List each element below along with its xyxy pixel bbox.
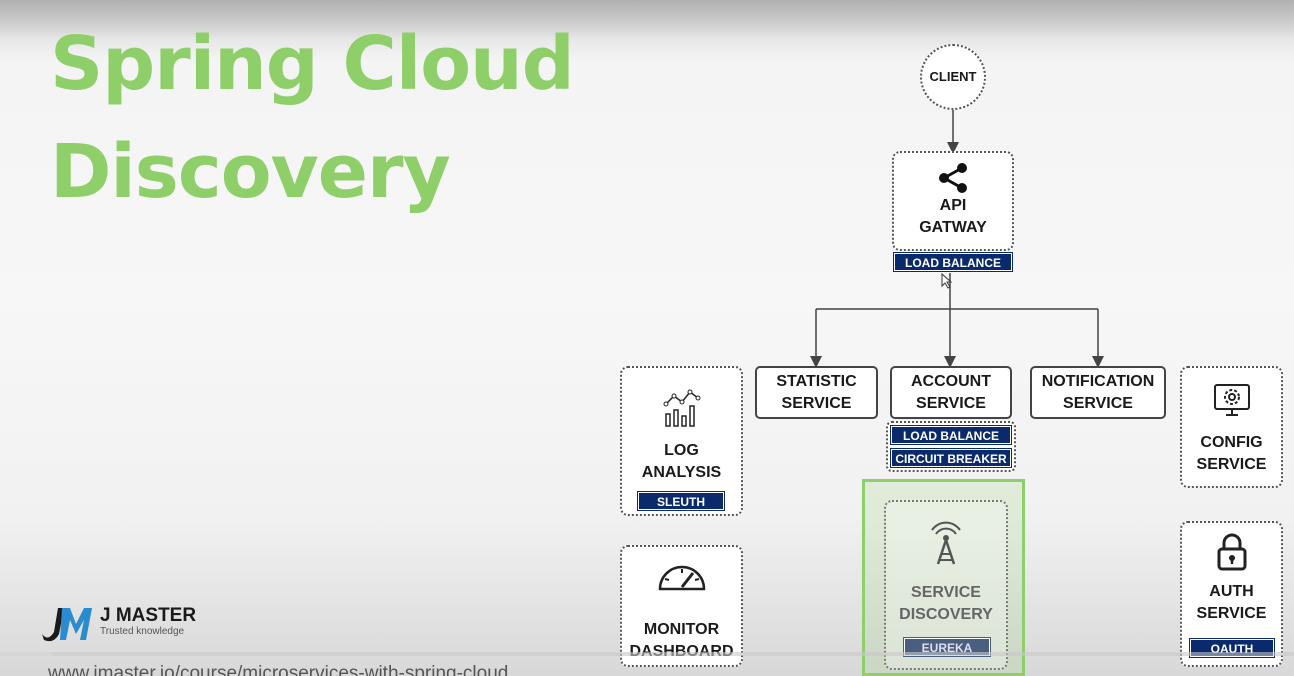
discovery-label-line1: SERVICE [911,584,981,601]
statistic-service-node: STATISTIC SERVICE [755,366,878,419]
log-analysis-node: LOG ANALYSIS [620,366,743,516]
notification-label-line2: SERVICE [1063,394,1133,412]
gear-monitor-icon [1212,382,1252,418]
title-line-1: Spring Cloud [50,21,575,107]
share-icon [936,161,970,195]
brand-tagline: Trusted knowledge [100,625,185,637]
auth-label-line1: AUTH [1209,583,1254,600]
sleuth-tag: SLEUTH [637,491,725,511]
mouse-cursor-icon [941,272,953,289]
notification-label-line1: NOTIFICATION [1041,372,1155,390]
client-label: CLIENT [929,69,977,84]
client-node: CLIENT [920,44,986,110]
account-label-line1: ACCOUNT [911,372,991,390]
video-progress-fill [0,652,52,656]
slide-title: Spring Cloud Discovery [50,10,575,226]
top-shadow [0,0,1294,40]
chart-icon [662,388,702,428]
discovery-label-line2: DISCOVERY [899,606,993,623]
gateway-load-balance-tag: LOAD BALANCE [893,252,1013,272]
config-service-node: CONFIG SERVICE [1180,366,1283,488]
config-label-line1: CONFIG [1200,434,1263,451]
gauge-icon [655,557,709,593]
log-label-line1: LOG [664,442,699,459]
log-label-line2: ANALYSIS [641,464,722,481]
video-progress-bar[interactable] [0,652,1294,656]
monitor-label-line1: MONITOR [643,621,720,638]
eureka-tag: EUREKA [903,637,991,657]
brand-name: J MASTER [100,604,197,626]
auth-label-line2: SERVICE [1196,605,1267,622]
j-master-logo: J MASTER Trusted knowledge [40,600,196,642]
api-gateway-node: API GATWAY [892,151,1014,251]
course-url[interactable]: www.jmaster.io/course/microservices-with… [48,663,509,676]
gateway-label-line1: API [939,197,967,214]
account-service-node: ACCOUNT SERVICE [890,366,1012,419]
account-circuit-breaker-tag: CIRCUIT BREAKER [890,448,1012,468]
j-master-logo-mark [42,608,92,642]
statistic-label-line2: SERVICE [781,394,852,412]
notification-service-node: NOTIFICATION SERVICE [1030,366,1166,419]
statistic-label-line1: STATISTIC [776,372,857,390]
monitor-dashboard-node: MONITOR DASHBOARD [620,545,743,667]
antenna-icon [928,520,964,566]
account-label-line2: SERVICE [916,394,986,412]
title-line-2: Discovery [50,129,451,215]
account-load-balance-tag: LOAD BALANCE [890,425,1012,445]
lock-icon [1216,533,1248,571]
gateway-label-line2: GATWAY [919,219,987,236]
config-label-line2: SERVICE [1196,456,1267,473]
